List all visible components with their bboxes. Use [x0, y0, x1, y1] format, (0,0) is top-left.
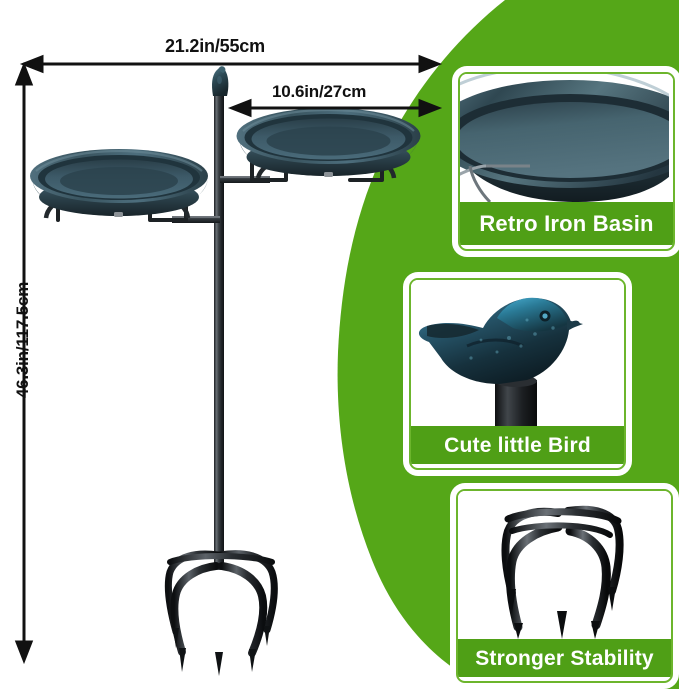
stake-tips — [173, 626, 270, 676]
feature-caption-stake: Stronger Stability — [458, 639, 671, 677]
upper-basin-assembly — [220, 108, 421, 183]
overall-width-label: 21.2in/55cm — [165, 36, 265, 56]
feature-card-bird[interactable]: Cute little Bird — [409, 278, 626, 470]
feature-caption-bird: Cute little Bird — [411, 426, 624, 464]
feature-photo-basin — [460, 74, 673, 202]
bowl-diameter-label: 10.6in/27cm — [272, 82, 367, 101]
five-prong-ground-stake — [164, 547, 278, 665]
overall-height-label: 46.3in/117.5cm — [13, 281, 32, 399]
feature-caption-basin: Retro Iron Basin — [460, 202, 673, 245]
feature-photo-bird — [411, 280, 624, 426]
stake-card-tips — [508, 587, 616, 639]
feature-card-stake[interactable]: Stronger Stability — [456, 489, 673, 683]
bird-finial-main — [212, 66, 229, 96]
feature-card-basin[interactable]: Retro Iron Basin — [458, 72, 675, 251]
lower-basin-assembly — [30, 149, 220, 223]
feature-photo-stake — [458, 491, 671, 639]
